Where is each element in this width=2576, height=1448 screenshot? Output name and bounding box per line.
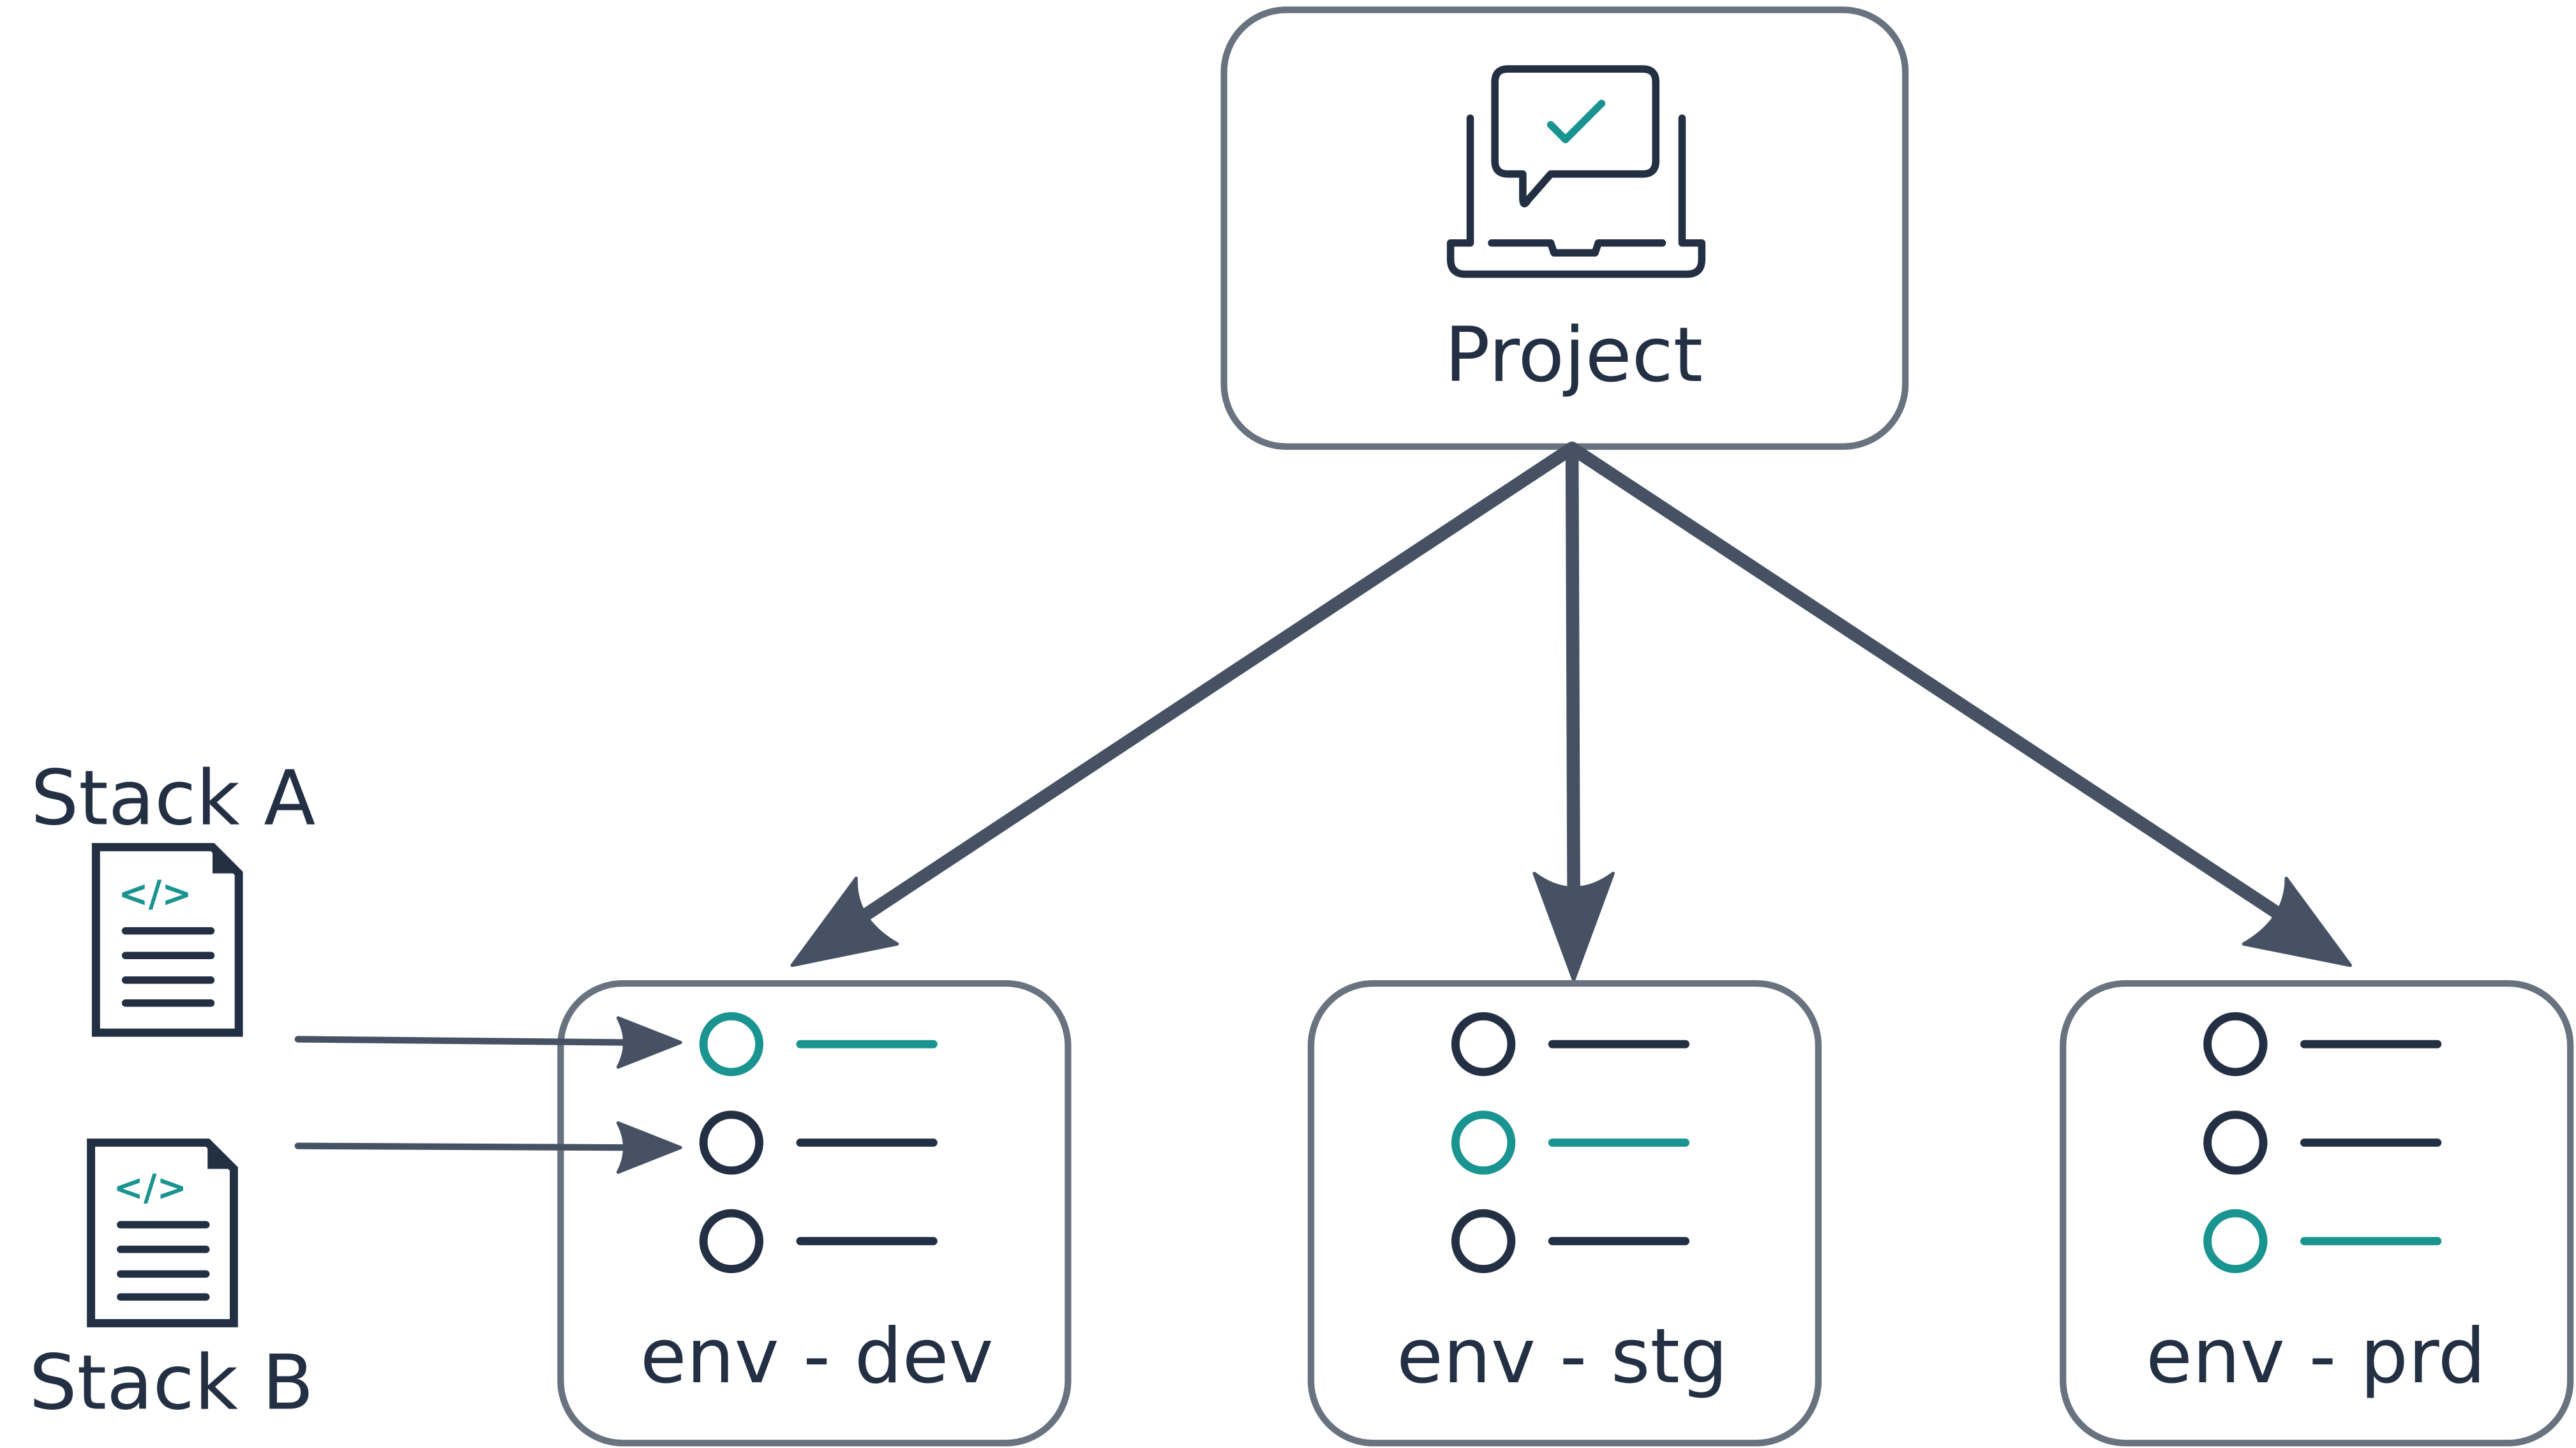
arrow-stack-a-to-dev	[294, 1036, 631, 1046]
row-bullet-icon	[1451, 1011, 1516, 1077]
env-prd-label: env - prd	[2146, 1312, 2486, 1400]
env-stg-label: env - stg	[1397, 1312, 1728, 1400]
stack-a-node: Stack A </>	[31, 754, 315, 1037]
arrow-to-stg	[1565, 442, 1580, 902]
code-document-icon: </>	[91, 843, 243, 1037]
stack-b-node: </> Stack B	[29, 1138, 314, 1426]
arrow-stack-b-to-dev	[294, 1142, 631, 1151]
env-prd-node: env - prd	[2060, 980, 2574, 1447]
project-arrows	[844, 442, 2302, 931]
stack-b-label: Stack B	[29, 1338, 313, 1426]
env-stg-rows	[1451, 1011, 1689, 1274]
env-prd-rows	[2203, 1011, 2442, 1274]
env-dev-rows	[699, 1011, 938, 1274]
svg-text:</>: </>	[118, 873, 191, 915]
code-document-icon: </>	[87, 1138, 238, 1327]
svg-text:</>: </>	[113, 1167, 186, 1209]
project-node: Project	[1220, 6, 1909, 450]
env-stg-node: env - stg	[1307, 980, 1822, 1447]
laptop-chat-check-icon	[1446, 65, 1706, 278]
arrowhead-stg	[1532, 872, 1615, 982]
row-bullet-icon	[1451, 1110, 1516, 1175]
row-bullet-icon	[2203, 1110, 2268, 1175]
row-bullet-icon	[1451, 1209, 1516, 1274]
arrowhead-stack-a	[616, 1016, 682, 1069]
arrowhead-prd	[2242, 876, 2353, 967]
row-bullet-icon	[699, 1209, 764, 1274]
arrowheads	[790, 872, 2353, 982]
env-stg-box	[1307, 980, 1822, 1447]
row-bullet-icon	[2203, 1209, 2268, 1274]
stack-a-label: Stack A	[31, 754, 315, 842]
arrowhead-dev	[790, 876, 899, 967]
env-prd-box	[2060, 980, 2574, 1447]
row-bullet-icon	[699, 1011, 764, 1077]
row-bullet-icon	[2203, 1011, 2268, 1077]
row-bullet-icon	[699, 1110, 764, 1175]
stack-arrows	[294, 1036, 631, 1151]
env-dev-box	[557, 980, 1072, 1447]
arrow-to-dev	[844, 442, 1579, 931]
project-label: Project	[1444, 311, 1703, 399]
arrow-to-prd	[1565, 442, 2302, 931]
stack-arrowheads	[616, 1016, 682, 1174]
env-dev-node: env - dev	[557, 980, 1072, 1447]
env-dev-label: env - dev	[640, 1312, 994, 1400]
arrowhead-stack-b	[616, 1121, 682, 1174]
